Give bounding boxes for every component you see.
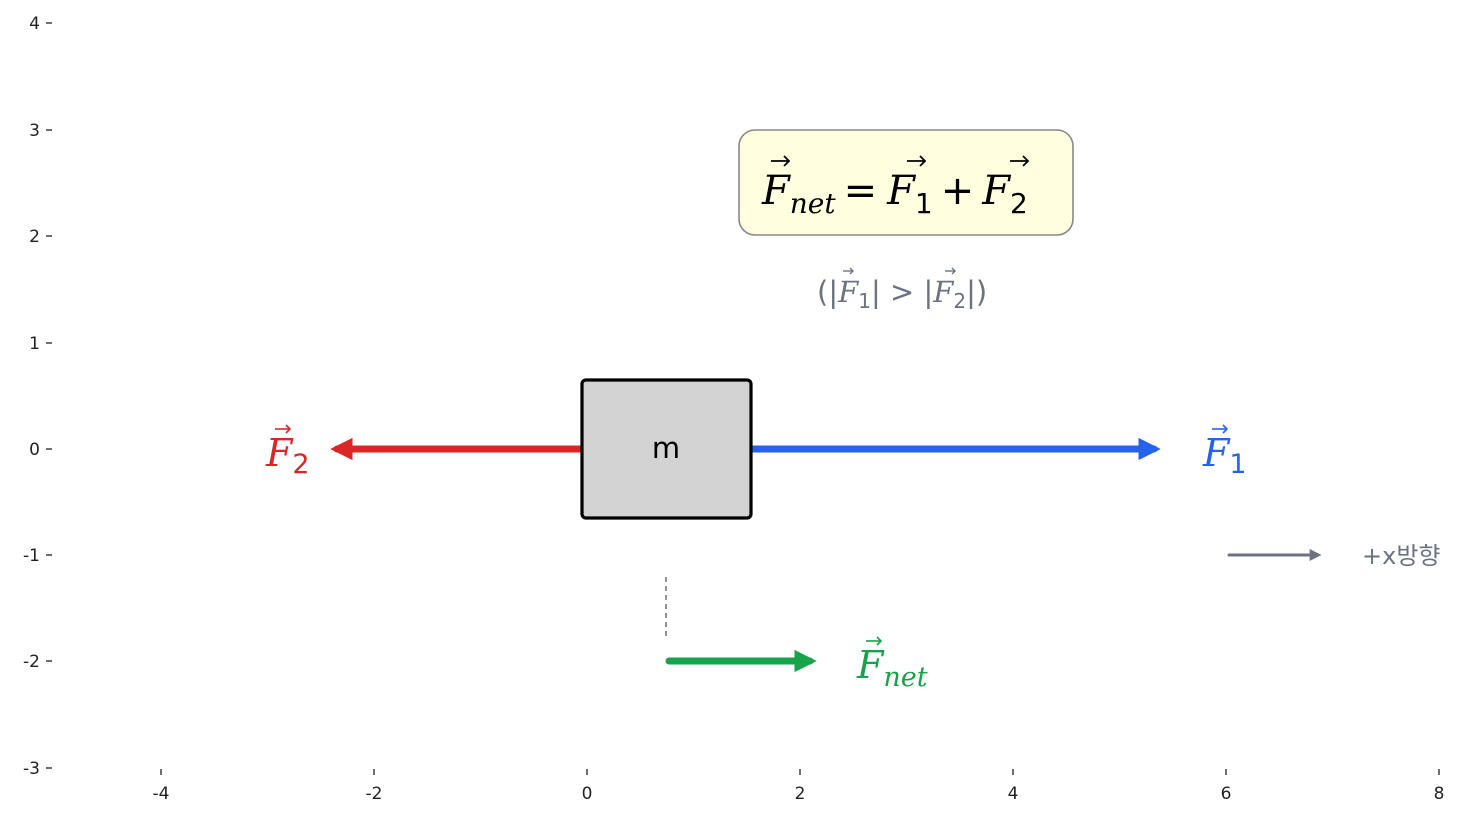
- condition-mid: | > |: [871, 275, 933, 309]
- force-f2-subscript: 2: [292, 449, 309, 480]
- force-f2-label: F2: [265, 424, 310, 480]
- svg-text:F1: F1: [1202, 431, 1247, 480]
- vector-arrow-icon: [866, 636, 883, 646]
- y-tick-label: 2: [29, 227, 40, 247]
- y-tick-label: 4: [29, 14, 40, 34]
- x-tick-label: 0: [582, 784, 593, 804]
- svg-text:Fnet=F1+F2: Fnet=F1+F2: [761, 168, 1028, 220]
- equation-term2-symbol: F: [981, 168, 1011, 214]
- y-tick-label: 3: [29, 121, 40, 141]
- force-fnet-label: Fnet: [856, 636, 928, 693]
- equation-lhs-symbol: F: [761, 168, 791, 214]
- mass-block: m: [580, 378, 753, 520]
- force-f1-label: F1: [1202, 424, 1247, 480]
- x-tick-label: 4: [1008, 784, 1019, 804]
- vector-arrow-icon: [771, 155, 1030, 167]
- vector-arrow-icon: [275, 424, 292, 434]
- magnitude-condition: (|F1| > |F2|): [817, 267, 987, 313]
- equation-term2-subscript: 2: [1010, 187, 1028, 220]
- equation-term1-subscript: 1: [915, 187, 933, 220]
- force-f2-symbol: F: [265, 431, 294, 475]
- y-axis: 4 3 2 1 0 -1 -2 -3: [23, 14, 52, 779]
- svg-text:(|F1| > |F2|): (|F1| > |F2|): [817, 275, 987, 313]
- y-tick-label: -1: [23, 546, 40, 566]
- mass-block-body: [580, 378, 753, 520]
- svg-text:F2: F2: [265, 431, 310, 480]
- equation-equals: =: [844, 168, 878, 214]
- mass-label: m: [652, 431, 680, 465]
- vector-arrow-icon: [1212, 424, 1229, 434]
- condition-close: |): [966, 275, 987, 309]
- direction-indicator: +x방향: [1227, 542, 1440, 570]
- condition-a-subscript: 1: [858, 289, 871, 313]
- x-tick-label: 8: [1434, 784, 1445, 804]
- force-f1-symbol: F: [1202, 431, 1231, 475]
- force-f1-subscript: 1: [1229, 449, 1246, 480]
- equation-plus: +: [941, 168, 975, 214]
- force-fnet-subscript: net: [883, 662, 927, 693]
- y-tick-label: 0: [29, 440, 40, 460]
- svg-text:Fnet: Fnet: [856, 643, 928, 693]
- equation-lhs-subscript: net: [790, 187, 837, 220]
- condition-b-symbol: F: [932, 275, 954, 309]
- x-tick-label: -2: [366, 784, 383, 804]
- equation-box-background: [738, 129, 1074, 236]
- y-tick-label: -3: [23, 759, 40, 779]
- vector-arrow-icon: [843, 267, 956, 275]
- y-tick-label: -2: [23, 652, 40, 672]
- x-tick-label: -4: [153, 784, 170, 804]
- equation-text: Fnet=F1+F2: [761, 155, 1030, 220]
- force-fnet-symbol: F: [856, 643, 885, 687]
- x-tick-label: 2: [795, 784, 806, 804]
- x-axis: -4 -2 0 2 4 6 8: [153, 769, 1445, 804]
- condition-open: (|: [817, 275, 838, 309]
- condition-b-subscript: 2: [953, 289, 966, 313]
- equation-box: Fnet=F1+F2: [738, 129, 1074, 236]
- x-tick-label: 6: [1221, 784, 1232, 804]
- y-tick-label: 1: [29, 334, 40, 354]
- direction-label: +x방향: [1362, 542, 1440, 570]
- condition-a-symbol: F: [837, 275, 859, 309]
- equation-term1-symbol: F: [886, 168, 916, 214]
